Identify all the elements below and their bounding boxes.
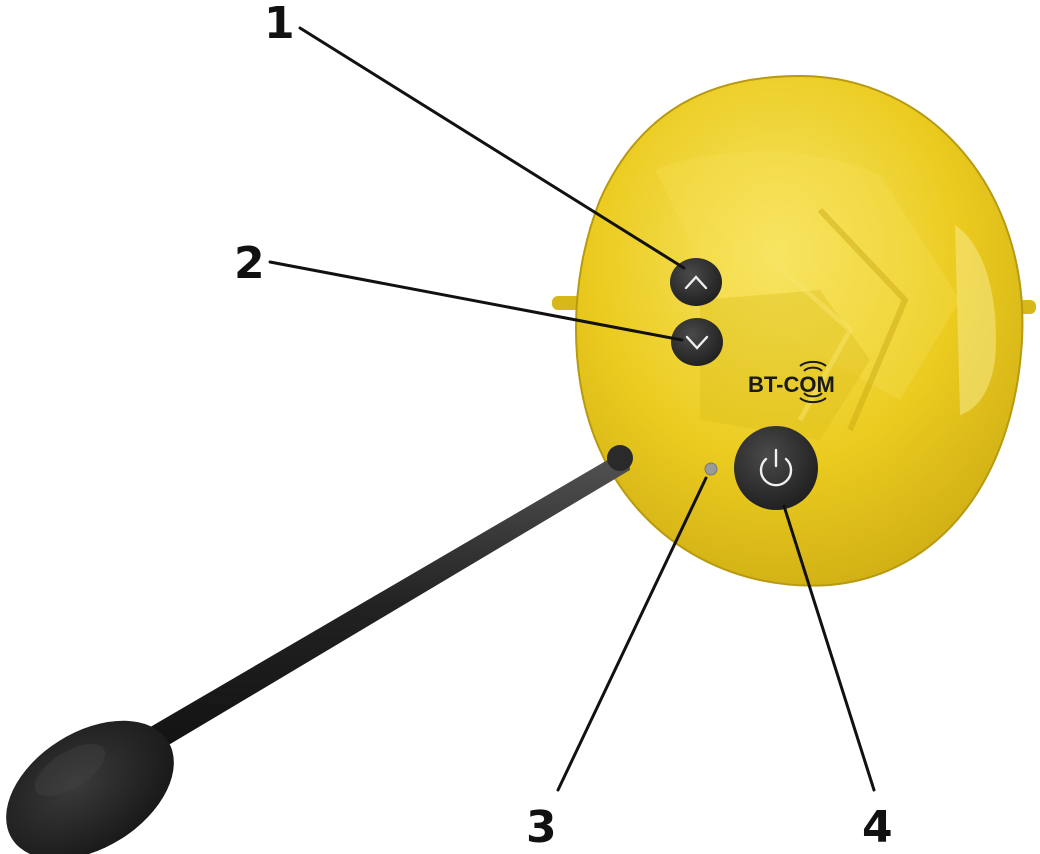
- callout-line-3: [558, 478, 706, 790]
- earcup: [576, 76, 1022, 586]
- power-button[interactable]: [734, 426, 818, 510]
- microphone-boom: [128, 445, 633, 762]
- callout-line-1: [300, 28, 684, 268]
- status-led: [705, 463, 717, 475]
- callout-label-1: 1: [264, 0, 295, 49]
- callout-label-3: 3: [526, 802, 557, 853]
- callout-label-4: 4: [862, 802, 893, 853]
- volume-down-button[interactable]: [671, 318, 723, 366]
- callout-label-2: 2: [234, 238, 265, 289]
